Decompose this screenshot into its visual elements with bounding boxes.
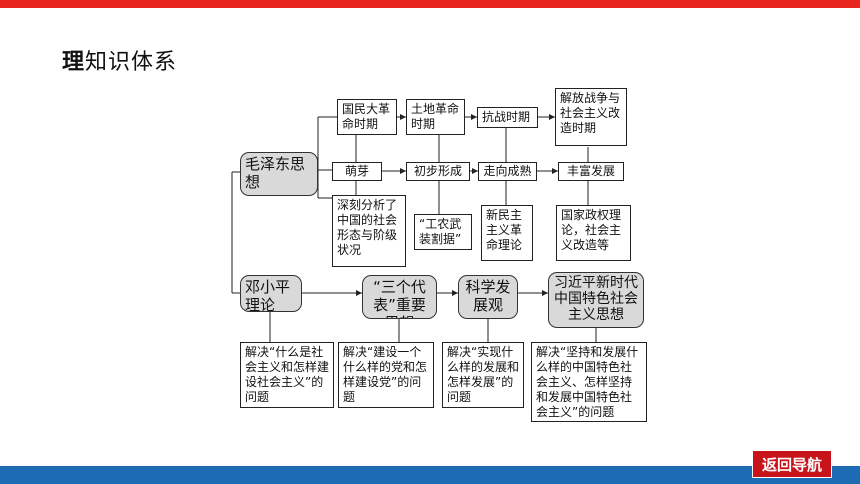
node-stage-enriching: 丰富发展 (558, 162, 624, 181)
page-title: 理知识体系 (62, 44, 177, 76)
node-state-power-theory: 国家政权理论，社会主义改造等 (556, 205, 631, 261)
node-deng-xiaoping-theory: 邓小平理论 (240, 275, 302, 312)
top-accent-bar (0, 0, 860, 8)
node-stage-initial-formation: 初步形成 (406, 162, 470, 181)
return-navigation-button[interactable]: 返回导航 (752, 450, 832, 478)
node-armed-separatism: “工农武装割据” (414, 214, 472, 250)
node-anti-japanese-war-period: 抗战时期 (477, 107, 538, 128)
title-rest: 知识体系 (85, 50, 178, 75)
node-stage-sprouting: 萌芽 (332, 162, 382, 181)
node-liberation-war-period: 解放战争与社会主义改造时期 (555, 88, 627, 146)
bottom-accent-bar (0, 466, 860, 484)
desc-scientific-outlook: 解决“实现什么样的发展和怎样发展”的问题 (442, 342, 524, 408)
node-three-represents: “三个代表”重要思想 (362, 275, 437, 319)
node-scientific-outlook: 科学发展观 (458, 275, 518, 319)
node-new-democracy-theory: 新民主主义革命理论 (481, 205, 533, 261)
node-stage-maturing: 走向成熟 (478, 162, 537, 181)
node-mao-zedong-thought: 毛泽东思想 (240, 152, 318, 196)
node-social-analysis: 深刻分析了中国的社会形态与阶级状况 (332, 195, 406, 267)
title-bold-char: 理 (62, 50, 86, 75)
node-xi-jinping-thought: 习近平新时代中国特色社会主义思想 (548, 272, 644, 328)
node-land-revolution-period: 土地革命时期 (406, 99, 465, 135)
desc-deng: 解决“什么是社会主义和怎样建设社会主义”的问题 (240, 342, 334, 408)
desc-three-represents: 解决“建设一个什么样的党和怎样建设党”的问题 (338, 342, 434, 408)
desc-xi-jinping: 解决“坚持和发展什么样的中国特色社会主义、怎样坚持和发展中国特色社会主义”的问题 (531, 342, 647, 422)
node-national-revolution-period: 国民大革命时期 (337, 99, 397, 135)
